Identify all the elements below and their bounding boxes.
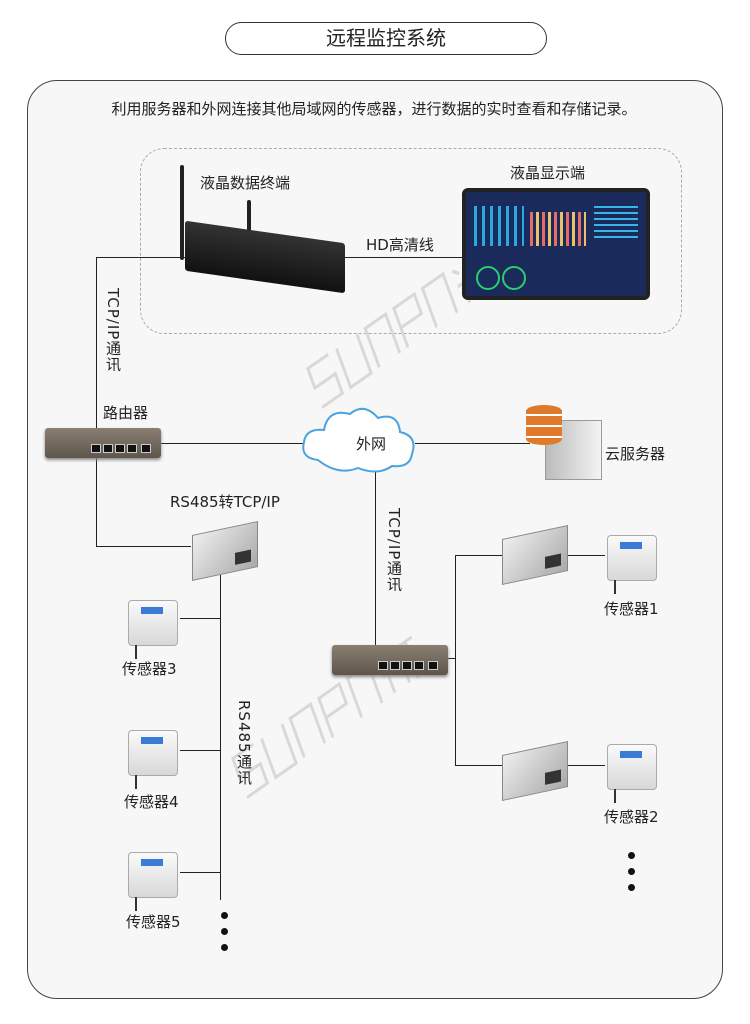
sensor-device bbox=[607, 744, 657, 803]
connector-line bbox=[560, 555, 605, 556]
connector-line bbox=[180, 872, 220, 873]
sensor-device bbox=[607, 535, 657, 594]
router-device bbox=[45, 428, 161, 458]
connector-line bbox=[375, 468, 376, 650]
connector-line bbox=[415, 443, 530, 444]
sensor-device bbox=[128, 600, 178, 659]
sensor-3-label: 传感器3 bbox=[122, 660, 177, 678]
antenna-icon bbox=[247, 200, 251, 250]
tcp-ip-label-2: TCP/IP通讯 bbox=[385, 508, 403, 593]
cloud-icon bbox=[302, 407, 415, 473]
sensor-5-label: 传感器5 bbox=[126, 913, 181, 931]
page-title: 远程监控系统 bbox=[225, 22, 547, 55]
more-dot bbox=[221, 944, 228, 951]
more-dot bbox=[628, 868, 635, 875]
connector-line bbox=[96, 257, 97, 547]
router-device-2 bbox=[332, 645, 448, 675]
display-label: 液晶显示端 bbox=[510, 164, 586, 182]
database-icon bbox=[526, 405, 562, 445]
connector-line bbox=[455, 555, 503, 556]
terminal-label: 液晶数据终端 bbox=[200, 174, 291, 192]
sensor-4-label: 传感器4 bbox=[124, 793, 179, 811]
more-dot bbox=[628, 852, 635, 859]
subtitle: 利用服务器和外网连接其他局域网的传感器，进行数据的实时查看和存储记录。 bbox=[111, 100, 637, 118]
rs485-label: RS485通讯 bbox=[235, 700, 253, 786]
connector-line bbox=[96, 257, 186, 258]
tcp-ip-label: TCP/IP通讯 bbox=[104, 288, 122, 373]
router-label: 路由器 bbox=[103, 404, 149, 422]
sensor-device bbox=[128, 852, 178, 911]
sensor-device bbox=[128, 730, 178, 789]
hd-cable-line bbox=[345, 257, 465, 258]
sensor-1-label: 传感器1 bbox=[604, 600, 659, 618]
internet-label: 外网 bbox=[356, 435, 387, 453]
cloud-server-label: 云服务器 bbox=[605, 445, 666, 463]
more-dot bbox=[628, 884, 635, 891]
connector-line bbox=[455, 555, 456, 765]
rs485-bus-line bbox=[220, 575, 221, 900]
connector-line bbox=[448, 658, 456, 659]
connector-line bbox=[160, 443, 305, 444]
more-dot bbox=[221, 912, 228, 919]
more-dot bbox=[221, 928, 228, 935]
connector-line bbox=[180, 750, 220, 751]
sensor-2-label: 传感器2 bbox=[604, 808, 659, 826]
connector-line bbox=[180, 618, 220, 619]
antenna-icon bbox=[180, 165, 184, 260]
connector-line bbox=[560, 765, 605, 766]
connector-line bbox=[96, 546, 191, 547]
converter-label: RS485转TCP/IP bbox=[170, 493, 280, 511]
hd-cable-label: HD高清线 bbox=[366, 236, 434, 254]
connector-line bbox=[455, 765, 503, 766]
lcd-display-monitor bbox=[462, 188, 650, 300]
